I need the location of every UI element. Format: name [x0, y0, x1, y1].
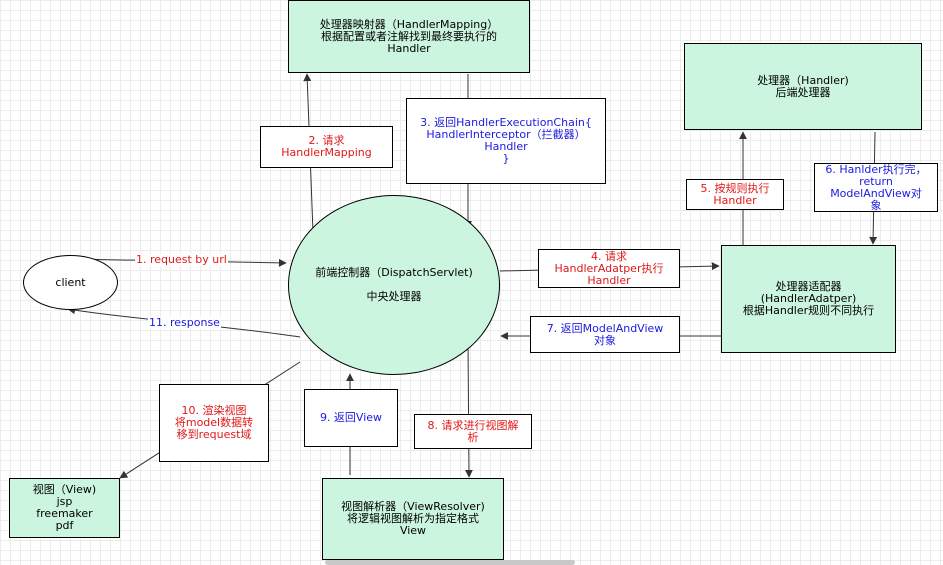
horizontal-scrollbar[interactable] — [325, 560, 575, 565]
step-5-label: 5. 按规则执行 Handler — [686, 179, 784, 210]
view-jsp: jsp — [56, 495, 73, 508]
handler-title: 处理器（Handler) — [757, 73, 849, 87]
step-9-label: 9. 返回View — [304, 389, 398, 447]
handler-mapping-box: 处理器映射器（HandlerMapping） 根据配置或者注解找到最终要执行的 … — [288, 0, 530, 73]
client-label: client — [55, 275, 86, 289]
handler-adapter-box: 处理器适配器 (HandlerAdatper) 根据Handler规则不同执行 — [721, 245, 896, 353]
step-11-label: 11. response — [148, 316, 221, 329]
view-resolver-desc: 将逻辑视图解析为指定格式 — [347, 512, 479, 525]
step-3-label: 3. 返回HandlerExecutionChain{ HandlerInter… — [406, 98, 606, 184]
view-resolver-view: View — [399, 524, 427, 537]
dispatcher-title: 前端控制器（DispatchServlet) — [315, 266, 473, 279]
handler-adapter-desc: 根据Handler规则不同执行 — [742, 304, 875, 317]
step-1-label: 1. request by url — [135, 253, 228, 266]
handler-box: 处理器（Handler) 后端处理器 — [684, 43, 922, 130]
handler-adapter-class: (HandlerAdatper) — [760, 292, 857, 305]
step-10-label: 10. 渲染视图 将model数据转 移到request域 — [159, 384, 269, 462]
step-8-label: 8. 请求进行视图解 析 — [414, 414, 532, 449]
step-4-label: 4. 请求 HandlerAdatper执行 Handler — [538, 249, 680, 288]
view-pdf: pdf — [55, 519, 74, 532]
handler-mapping-desc: 根据配置或者注解找到最终要执行的 — [321, 29, 497, 43]
view-box: 视图（View) jsp freemaker pdf — [9, 478, 120, 538]
dispatcher-servlet-ellipse: 前端控制器（DispatchServlet) 中央处理器 — [288, 195, 500, 375]
handler-mapping-title: 处理器映射器（HandlerMapping） — [319, 17, 499, 31]
view-title: 视图（View) — [32, 483, 97, 496]
step-2-label: 2. 请求 HandlerMapping — [260, 126, 393, 168]
handler-adapter-title: 处理器适配器 — [775, 280, 842, 293]
client-ellipse: client — [23, 255, 118, 310]
view-freemaker: freemaker — [36, 507, 93, 520]
view-resolver-box: 视图解析器（ViewResolver) 将逻辑视图解析为指定格式 View — [322, 478, 504, 560]
dispatcher-desc: 中央处理器 — [366, 290, 422, 303]
step-7-label: 7. 返回ModelAndView 对象 — [530, 316, 680, 353]
handler-mapping-handler: Handler — [387, 41, 431, 55]
step-6-label: 6. Hanlder执行完， return ModelAndView对 象 — [814, 163, 938, 212]
view-resolver-title: 视图解析器（ViewResolver) — [341, 500, 485, 513]
handler-desc: 后端处理器 — [775, 85, 831, 99]
arrow-request-view-resolve — [464, 340, 473, 478]
